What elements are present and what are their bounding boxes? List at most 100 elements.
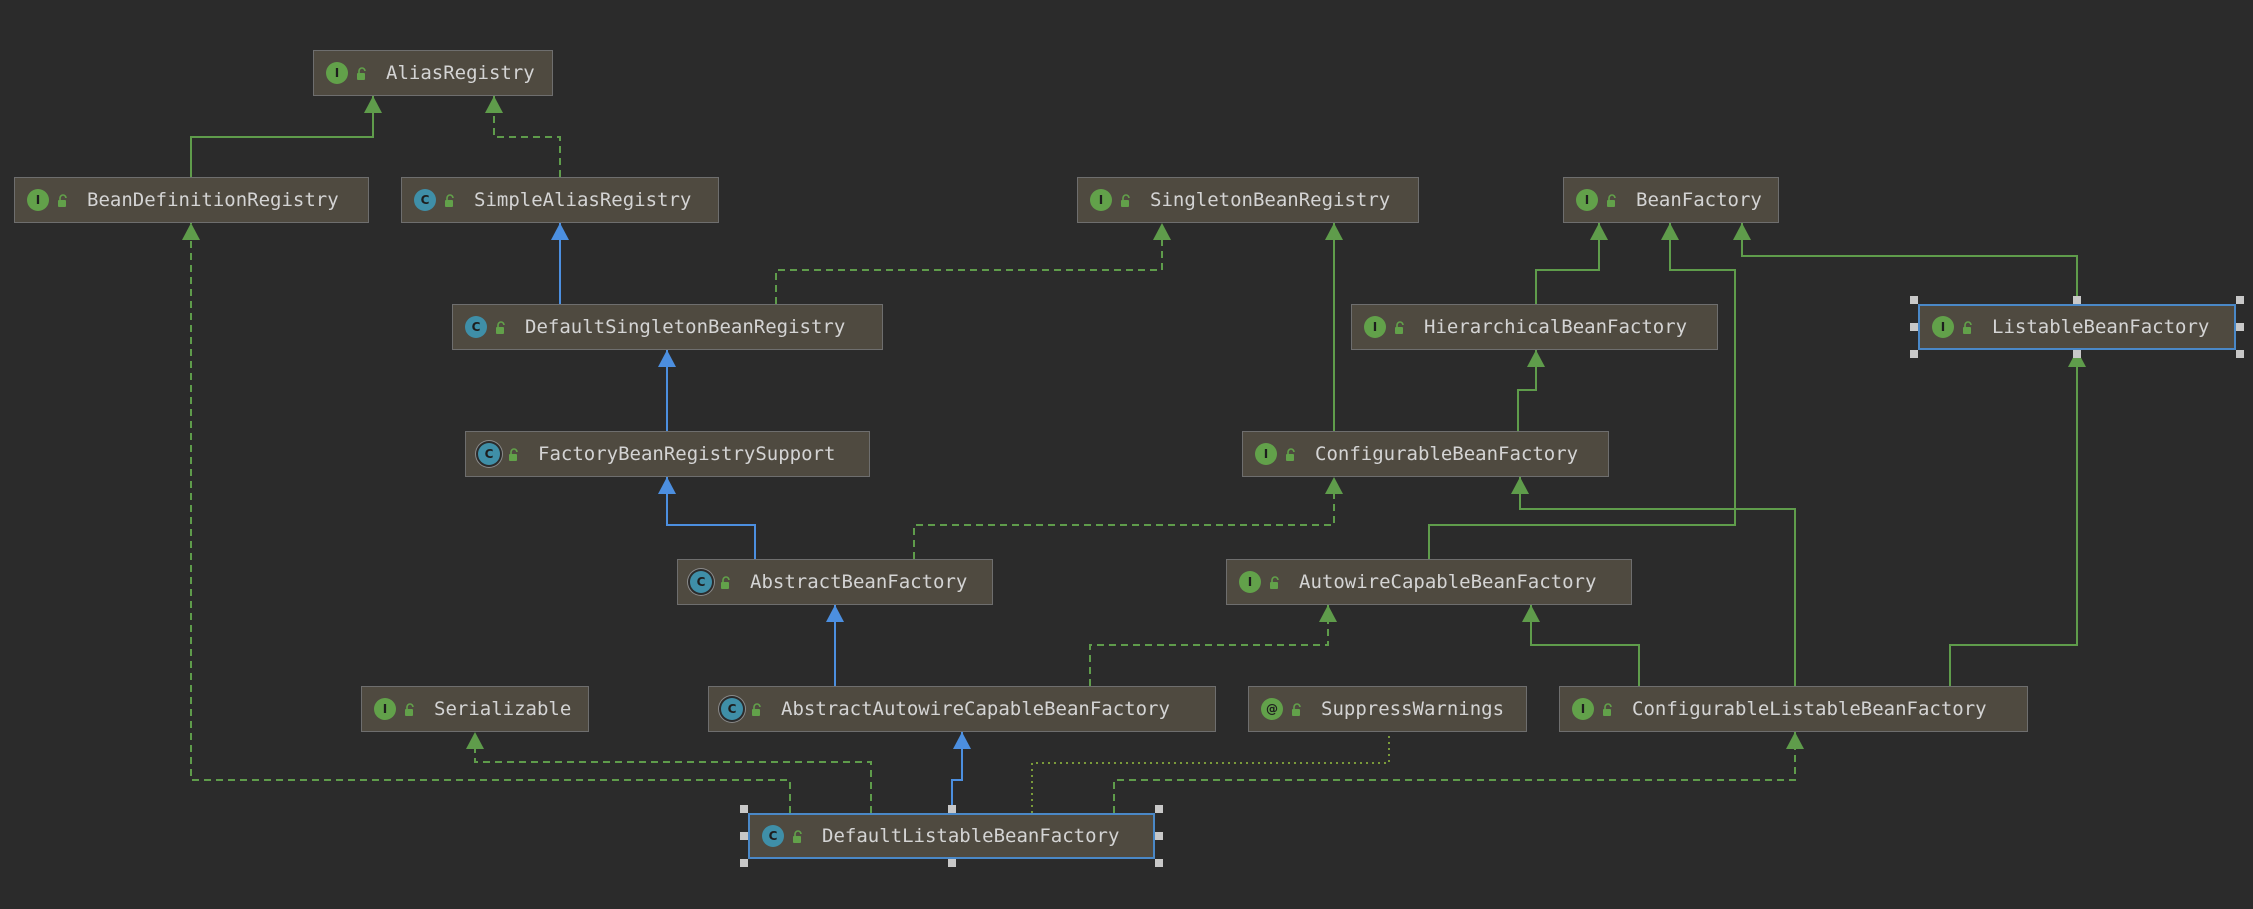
edge-DefaultListableBeanFactory-to-BeanDefinitionRegistry (182, 223, 791, 813)
public-access-icon (508, 446, 522, 462)
interface-icon: I (1364, 316, 1386, 338)
edge-DefaultSingletonBeanRegistry-to-SimpleAliasRegistry (551, 223, 569, 304)
arrowhead (182, 223, 200, 240)
node-label: AliasRegistry (386, 62, 535, 84)
edge-ConfigurableListableBeanFactory-to-ListableBeanFactory (1949, 350, 2086, 686)
node-label: DefaultListableBeanFactory (822, 825, 1120, 847)
interface-icon: I (326, 62, 348, 84)
node-label: DefaultSingletonBeanRegistry (525, 316, 846, 338)
resize-handle[interactable] (2073, 296, 2081, 304)
node-listable-bean-factory[interactable]: I ListableBeanFactory (1918, 304, 2236, 350)
public-access-icon (404, 701, 418, 717)
resize-handle[interactable] (1910, 323, 1918, 331)
resize-handle[interactable] (740, 832, 748, 840)
public-access-icon (444, 192, 458, 208)
arrowhead (826, 605, 844, 622)
edge-BeanDefinitionRegistry-to-AliasRegistry (190, 96, 382, 177)
node-serializable[interactable]: I Serializable (361, 686, 589, 732)
arrowhead (1733, 223, 1751, 240)
abstract-icon: C (690, 571, 712, 593)
node-label: ConfigurableBeanFactory (1315, 443, 1579, 465)
resize-handle[interactable] (2236, 323, 2244, 331)
interface-icon: I (1576, 189, 1598, 211)
public-access-icon (356, 65, 370, 81)
resize-handle[interactable] (947, 805, 956, 813)
node-label: ListableBeanFactory (1992, 316, 2210, 338)
node-label: AutowireCapableBeanFactory (1299, 571, 1597, 593)
edge-ConfigurableListableBeanFactory-to-AutowireCapableBeanFactory (1522, 605, 1640, 686)
resize-handle[interactable] (2236, 296, 2244, 304)
node-label: SingletonBeanRegistry (1150, 189, 1391, 211)
edge-HierarchicalBeanFactory-to-BeanFactory (1535, 223, 1608, 304)
public-access-icon (1285, 446, 1299, 462)
node-bean-factory[interactable]: I BeanFactory (1563, 177, 1779, 223)
arrowhead (485, 96, 503, 113)
node-configurable-listable-bean-factory[interactable]: I ConfigurableListableBeanFactory (1559, 686, 2028, 732)
edge-DefaultListableBeanFactory-to-SuppressWarnings (1031, 732, 1390, 813)
resize-handle[interactable] (2236, 350, 2244, 358)
node-hierarchical-bean-factory[interactable]: I HierarchicalBeanFactory (1351, 304, 1718, 350)
node-label: ConfigurableListableBeanFactory (1632, 698, 1987, 720)
public-access-icon (57, 192, 71, 208)
public-access-icon (720, 574, 734, 590)
node-configurable-bean-factory[interactable]: I ConfigurableBeanFactory (1242, 431, 1609, 477)
node-abstract-autowire-capable-bean-factory[interactable]: C AbstractAutowireCapableBeanFactory (708, 686, 1216, 732)
edge-FactoryBeanRegistrySupport-to-DefaultSingletonBeanRegistry (658, 350, 676, 431)
resize-handle[interactable] (1155, 805, 1163, 813)
resize-handle[interactable] (740, 859, 748, 867)
edge-DefaultListableBeanFactory-to-Serializable (466, 732, 872, 813)
arrowhead (1590, 223, 1608, 240)
arrowhead (1511, 477, 1529, 494)
interface-icon: I (1932, 316, 1954, 338)
arrowhead (1325, 223, 1343, 240)
edge-SimpleAliasRegistry-to-AliasRegistry (485, 96, 561, 177)
node-alias-registry[interactable]: I AliasRegistry (313, 50, 553, 96)
resize-handle[interactable] (1910, 350, 1918, 358)
class-icon: C (465, 316, 487, 338)
node-label: SimpleAliasRegistry (474, 189, 692, 211)
public-access-icon (1962, 319, 1976, 335)
public-access-icon (1291, 701, 1305, 717)
resize-handle[interactable] (740, 805, 748, 813)
abstract-icon: C (721, 698, 743, 720)
arrowhead (1786, 732, 1804, 749)
edge-DefaultListableBeanFactory-to-ConfigurableListableBeanFactory (1113, 732, 1804, 813)
public-access-icon (792, 828, 806, 844)
interface-icon: I (1572, 698, 1594, 720)
resize-handle[interactable] (1155, 832, 1163, 840)
public-access-icon (1602, 701, 1616, 717)
node-label: BeanFactory (1636, 189, 1762, 211)
interface-icon: I (1239, 571, 1261, 593)
arrowhead (1153, 223, 1171, 240)
resize-handle[interactable] (947, 859, 956, 867)
resize-handle[interactable] (1910, 296, 1918, 304)
interface-icon: I (374, 698, 396, 720)
edge-DefaultSingletonBeanRegistry-to-SingletonBeanRegistry (775, 223, 1171, 304)
arrowhead (551, 223, 569, 240)
node-autowire-capable-bean-factory[interactable]: I AutowireCapableBeanFactory (1226, 559, 1632, 605)
arrowhead (1522, 605, 1540, 622)
node-label: HierarchicalBeanFactory (1424, 316, 1688, 338)
arrowhead (1325, 477, 1343, 494)
edge-AutowireCapableBeanFactory-to-BeanFactory (1428, 223, 1736, 559)
node-label: Serializable (434, 698, 572, 720)
interface-icon: I (1255, 443, 1277, 465)
edge-ConfigurableListableBeanFactory-to-ConfigurableBeanFactory (1511, 477, 1796, 686)
arrowhead (1319, 605, 1337, 622)
node-default-singleton-bean-registry[interactable]: C DefaultSingletonBeanRegistry (452, 304, 883, 350)
resize-handle[interactable] (2073, 350, 2081, 358)
node-suppress-warnings[interactable]: @SuppressWarnings (1248, 686, 1527, 732)
node-label: SuppressWarnings (1321, 698, 1505, 720)
edge-AbstractAutowireCapableBeanFactory-to-AutowireCapableBeanFactory (1089, 605, 1337, 686)
resize-handle[interactable] (1155, 859, 1163, 867)
node-label: BeanDefinitionRegistry (87, 189, 339, 211)
node-label: AbstractAutowireCapableBeanFactory (781, 698, 1170, 720)
